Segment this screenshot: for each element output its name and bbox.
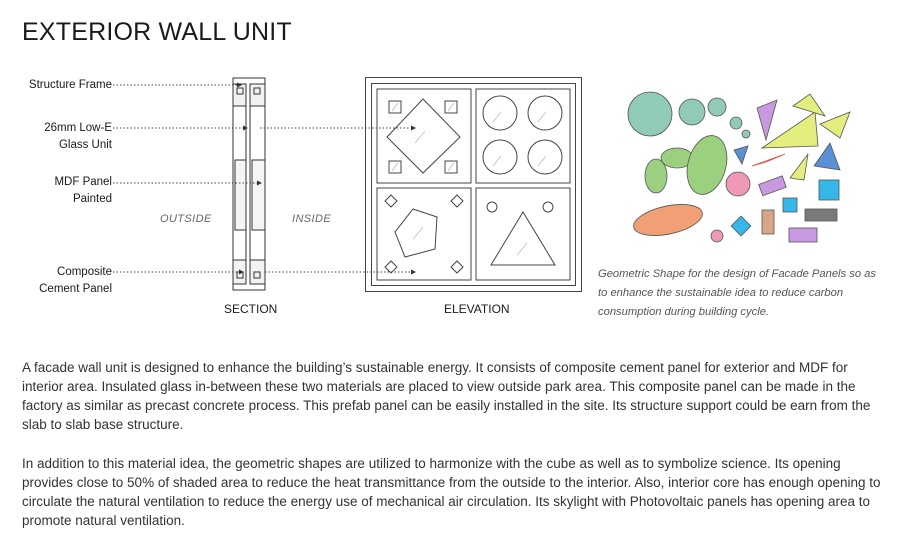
violet-rect <box>758 175 787 197</box>
triangle-opening <box>490 211 556 266</box>
panel-top-right <box>475 88 571 184</box>
pink-dot <box>710 229 724 243</box>
small-diamond-opening <box>450 194 464 208</box>
green-ellipse-large <box>686 135 728 195</box>
pentagon-opening <box>394 208 438 258</box>
yellow-triangle-bottom <box>789 153 809 181</box>
elevation-frame-inner <box>371 83 576 286</box>
small-circle-opening <box>542 201 554 213</box>
orange-ellipse <box>633 204 703 236</box>
green-ellipse-tall <box>644 158 668 194</box>
small-diamond-opening <box>384 194 398 208</box>
label-structure-frame: Structure Frame <box>28 79 112 91</box>
description-paragraph-2: In addition to this material idea, the g… <box>22 456 881 528</box>
yellow-triangle-small <box>792 93 826 117</box>
label-glass-unit-line1: 26mm Low-E <box>44 122 112 134</box>
small-square-opening <box>444 160 458 174</box>
violet-bar <box>788 227 818 243</box>
section-caption: SECTION <box>224 302 278 316</box>
teal-circle-dot <box>741 129 751 139</box>
shapes-note: Geometric Shape for the design of Facade… <box>598 268 876 318</box>
circle-opening <box>482 95 518 131</box>
panel-bottom-left <box>376 187 472 281</box>
small-diamond-opening <box>384 260 398 274</box>
glass-hatch-marks <box>391 102 547 256</box>
frame-details <box>236 87 261 279</box>
teal-circle-medium <box>678 98 706 126</box>
cement-block-mid <box>234 159 247 231</box>
leader-arrowheads <box>237 82 416 275</box>
small-square-opening <box>388 160 402 174</box>
label-cement-line1: Composite <box>57 266 112 278</box>
circle-opening <box>482 139 518 175</box>
small-circle-opening <box>486 201 498 213</box>
diamond-opening <box>386 98 461 174</box>
inside-label: INSIDE <box>292 213 332 225</box>
brown-rect <box>761 209 775 235</box>
page-title: EXTERIOR WALL UNIT <box>22 18 292 46</box>
yellow-triangle-right <box>819 111 851 139</box>
cement-block-top <box>232 83 247 107</box>
panel-bottom-right <box>475 187 571 281</box>
elevation-caption: ELEVATION <box>444 302 510 316</box>
blue-triangle-small <box>733 145 749 165</box>
cyan-diamond <box>730 215 752 237</box>
label-cement-line2: Cement Panel <box>39 283 112 295</box>
outside-label: OUTSIDE <box>160 213 212 225</box>
small-square-opening <box>444 100 458 114</box>
red-triangle <box>751 153 786 167</box>
teal-circle-small <box>707 97 727 117</box>
circle-opening <box>527 139 563 175</box>
circle-opening <box>527 95 563 131</box>
label-glass-unit-line2: Glass Unit <box>58 139 112 151</box>
mdf-block-mid <box>251 159 266 231</box>
cyan-square-small <box>782 197 798 213</box>
elevation-frame-outer <box>365 77 582 292</box>
pink-circle <box>725 171 751 197</box>
small-square-opening <box>388 100 402 114</box>
label-mdf-line2: Painted <box>72 193 112 205</box>
teal-circle-large <box>627 91 673 137</box>
panel-top-left <box>376 88 472 184</box>
small-diamond-opening <box>450 260 464 274</box>
elevation-drawing <box>365 77 582 292</box>
yellow-triangle-large <box>760 111 819 149</box>
cyan-square-large <box>818 179 840 201</box>
section-drawing <box>113 77 416 291</box>
gray-bar <box>804 208 838 222</box>
mdf-block-top <box>249 83 266 107</box>
teal-circle-tiny <box>729 116 743 130</box>
geometric-shapes-cluster <box>627 91 851 243</box>
description-paragraph-1: A facade wall unit is designed to enhanc… <box>22 360 871 432</box>
violet-triangle <box>756 99 778 142</box>
label-mdf-line1: MDF Panel <box>54 176 112 188</box>
blue-triangle <box>813 142 841 171</box>
